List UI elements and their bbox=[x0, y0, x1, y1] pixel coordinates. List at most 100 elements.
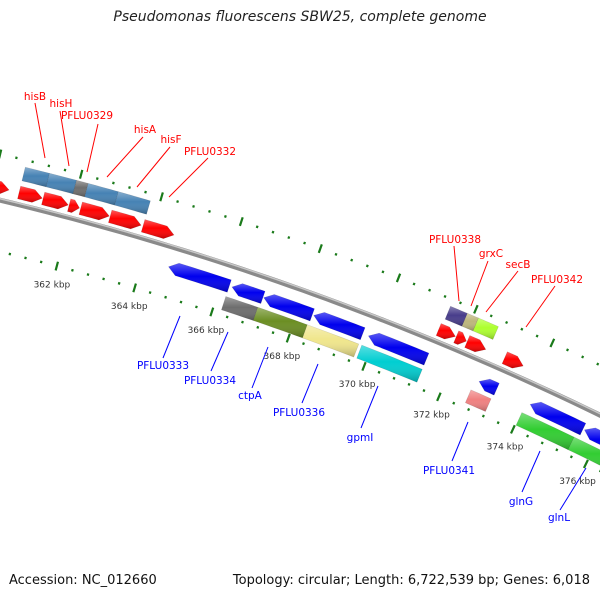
reverse-feature-shading bbox=[253, 307, 308, 338]
gene-label-gpmi[interactable]: gpmI bbox=[347, 432, 374, 444]
reverse-gene-arrow bbox=[367, 332, 430, 366]
ruler-label: 370 kbp bbox=[339, 380, 376, 390]
forward-gene-arrow bbox=[108, 209, 142, 230]
gene-label-pflu0333[interactable]: PFLU0333 bbox=[137, 360, 189, 372]
inner-minor-tick bbox=[39, 260, 43, 264]
reverse-gene-arrow-shading bbox=[313, 312, 366, 340]
inner-minor-tick bbox=[317, 347, 321, 351]
outer-minor-tick bbox=[489, 314, 493, 318]
gene-label-pflu0329[interactable]: PFLU0329 bbox=[61, 110, 113, 122]
outer-minor-tick bbox=[47, 164, 51, 168]
outer-minor-tick bbox=[223, 214, 227, 218]
gene-label-grxc[interactable]: grxC bbox=[479, 248, 503, 260]
gene-label-glng[interactable]: glnG bbox=[509, 496, 533, 508]
forward-gene-arrow-shading bbox=[108, 210, 142, 229]
forward-feature-shading bbox=[84, 183, 119, 206]
inner-major-tick bbox=[582, 459, 589, 469]
inner-minor-tick bbox=[347, 359, 351, 363]
gene-label-pflu0334[interactable]: PFLU0334 bbox=[184, 375, 236, 387]
inner-major-tick bbox=[361, 361, 367, 371]
inner-minor-tick bbox=[481, 414, 485, 418]
gene-label-pflu0336[interactable]: PFLU0336 bbox=[273, 407, 325, 419]
forward-gene-arrow-shading bbox=[436, 323, 456, 340]
reverse-gene-arrow-shading bbox=[231, 283, 266, 304]
outer-minor-tick bbox=[255, 225, 259, 229]
inner-minor-tick bbox=[332, 353, 336, 357]
outer-minor-tick bbox=[565, 348, 569, 352]
inner-minor-tick bbox=[271, 331, 275, 335]
reverse-feature bbox=[356, 344, 423, 383]
forward-gene-arrow bbox=[453, 330, 467, 345]
inner-minor-tick bbox=[195, 305, 198, 309]
forward-gene-arrow-shading bbox=[41, 192, 69, 209]
gene-label-hish[interactable]: hisH bbox=[50, 98, 73, 110]
reverse-gene-arrow bbox=[529, 401, 587, 436]
gene-label-leader-line bbox=[162, 315, 181, 359]
inner-minor-tick bbox=[526, 434, 530, 438]
reverse-feature bbox=[567, 436, 600, 466]
gene-label-leader-line bbox=[451, 421, 469, 462]
forward-feature bbox=[84, 183, 119, 206]
outer-minor-tick bbox=[271, 230, 275, 234]
outer-major-tick bbox=[395, 273, 402, 283]
gene-label-hisa[interactable]: hisA bbox=[134, 124, 157, 136]
outer-minor-tick bbox=[458, 301, 462, 305]
forward-feature bbox=[45, 172, 77, 195]
outer-major-tick bbox=[238, 216, 244, 227]
gene-label-hisf[interactable]: hisF bbox=[160, 134, 181, 146]
inner-minor-tick bbox=[102, 277, 105, 281]
reverse-feature-shading bbox=[221, 296, 258, 321]
forward-gene-arrow-shading bbox=[502, 351, 524, 369]
forward-gene-arrow bbox=[41, 191, 69, 210]
forward-gene-arrow bbox=[0, 180, 10, 195]
gene-label-pflu0332[interactable]: PFLU0332 bbox=[184, 146, 236, 158]
accession-text: Accession: NC_012660 bbox=[9, 573, 157, 588]
reverse-gene-arrow bbox=[168, 262, 232, 293]
outer-minor-tick bbox=[381, 270, 385, 274]
outer-minor-tick bbox=[303, 241, 307, 245]
gene-label-ctpa[interactable]: ctpA bbox=[238, 390, 263, 402]
ruler-label: 368 kbp bbox=[264, 352, 301, 362]
inner-minor-tick bbox=[179, 300, 183, 304]
gene-label-glnl[interactable]: glnL bbox=[548, 512, 570, 524]
inner-minor-tick bbox=[71, 268, 74, 272]
gene-label-secb[interactable]: secB bbox=[506, 259, 531, 271]
gene-label-leader-line bbox=[360, 385, 379, 429]
forward-feature-shading bbox=[114, 191, 151, 215]
outer-minor-tick bbox=[112, 181, 115, 185]
forward-gene-arrow bbox=[464, 335, 487, 353]
inner-minor-tick bbox=[302, 342, 305, 346]
forward-feature bbox=[114, 191, 151, 215]
gene-label-pflu0342[interactable]: PFLU0342 bbox=[531, 274, 583, 286]
inner-minor-tick bbox=[467, 408, 471, 412]
forward-gene-arrow-shading bbox=[67, 198, 80, 213]
inner-minor-tick bbox=[117, 281, 121, 285]
forward-feature bbox=[444, 305, 468, 327]
gene-label-hisb[interactable]: hisB bbox=[24, 91, 46, 103]
gene-label-leader-line bbox=[168, 157, 209, 198]
backbone-highlight bbox=[0, 197, 600, 415]
reverse-gene-arrow bbox=[584, 427, 600, 446]
reverse-feature-shading bbox=[568, 437, 600, 466]
inner-major-tick bbox=[436, 392, 442, 402]
inner-minor-tick bbox=[86, 273, 90, 277]
inner-minor-tick bbox=[24, 256, 27, 260]
outer-minor-tick bbox=[334, 252, 338, 256]
outer-minor-tick bbox=[505, 320, 509, 325]
forward-gene-arrow-shading bbox=[141, 219, 174, 239]
gene-label-leader-line bbox=[470, 260, 489, 307]
gene-label-pflu0338[interactable]: PFLU0338 bbox=[429, 234, 481, 246]
gene-label-pflu0341[interactable]: PFLU0341 bbox=[423, 465, 475, 477]
forward-gene-arrow-shading bbox=[78, 202, 110, 220]
forward-gene-arrow-shading bbox=[0, 181, 10, 194]
forward-gene-arrow-shading bbox=[464, 335, 486, 352]
reverse-gene-arrow bbox=[263, 294, 315, 322]
gene-label-leader-line bbox=[525, 285, 556, 328]
inner-major-tick bbox=[285, 333, 291, 343]
inner-minor-tick bbox=[225, 315, 229, 319]
ruler-label: 362 kbp bbox=[34, 280, 71, 290]
inner-major-tick bbox=[132, 283, 137, 293]
reverse-feature-shading bbox=[516, 412, 575, 450]
inner-major-tick bbox=[209, 307, 215, 317]
outer-minor-tick bbox=[365, 264, 369, 268]
